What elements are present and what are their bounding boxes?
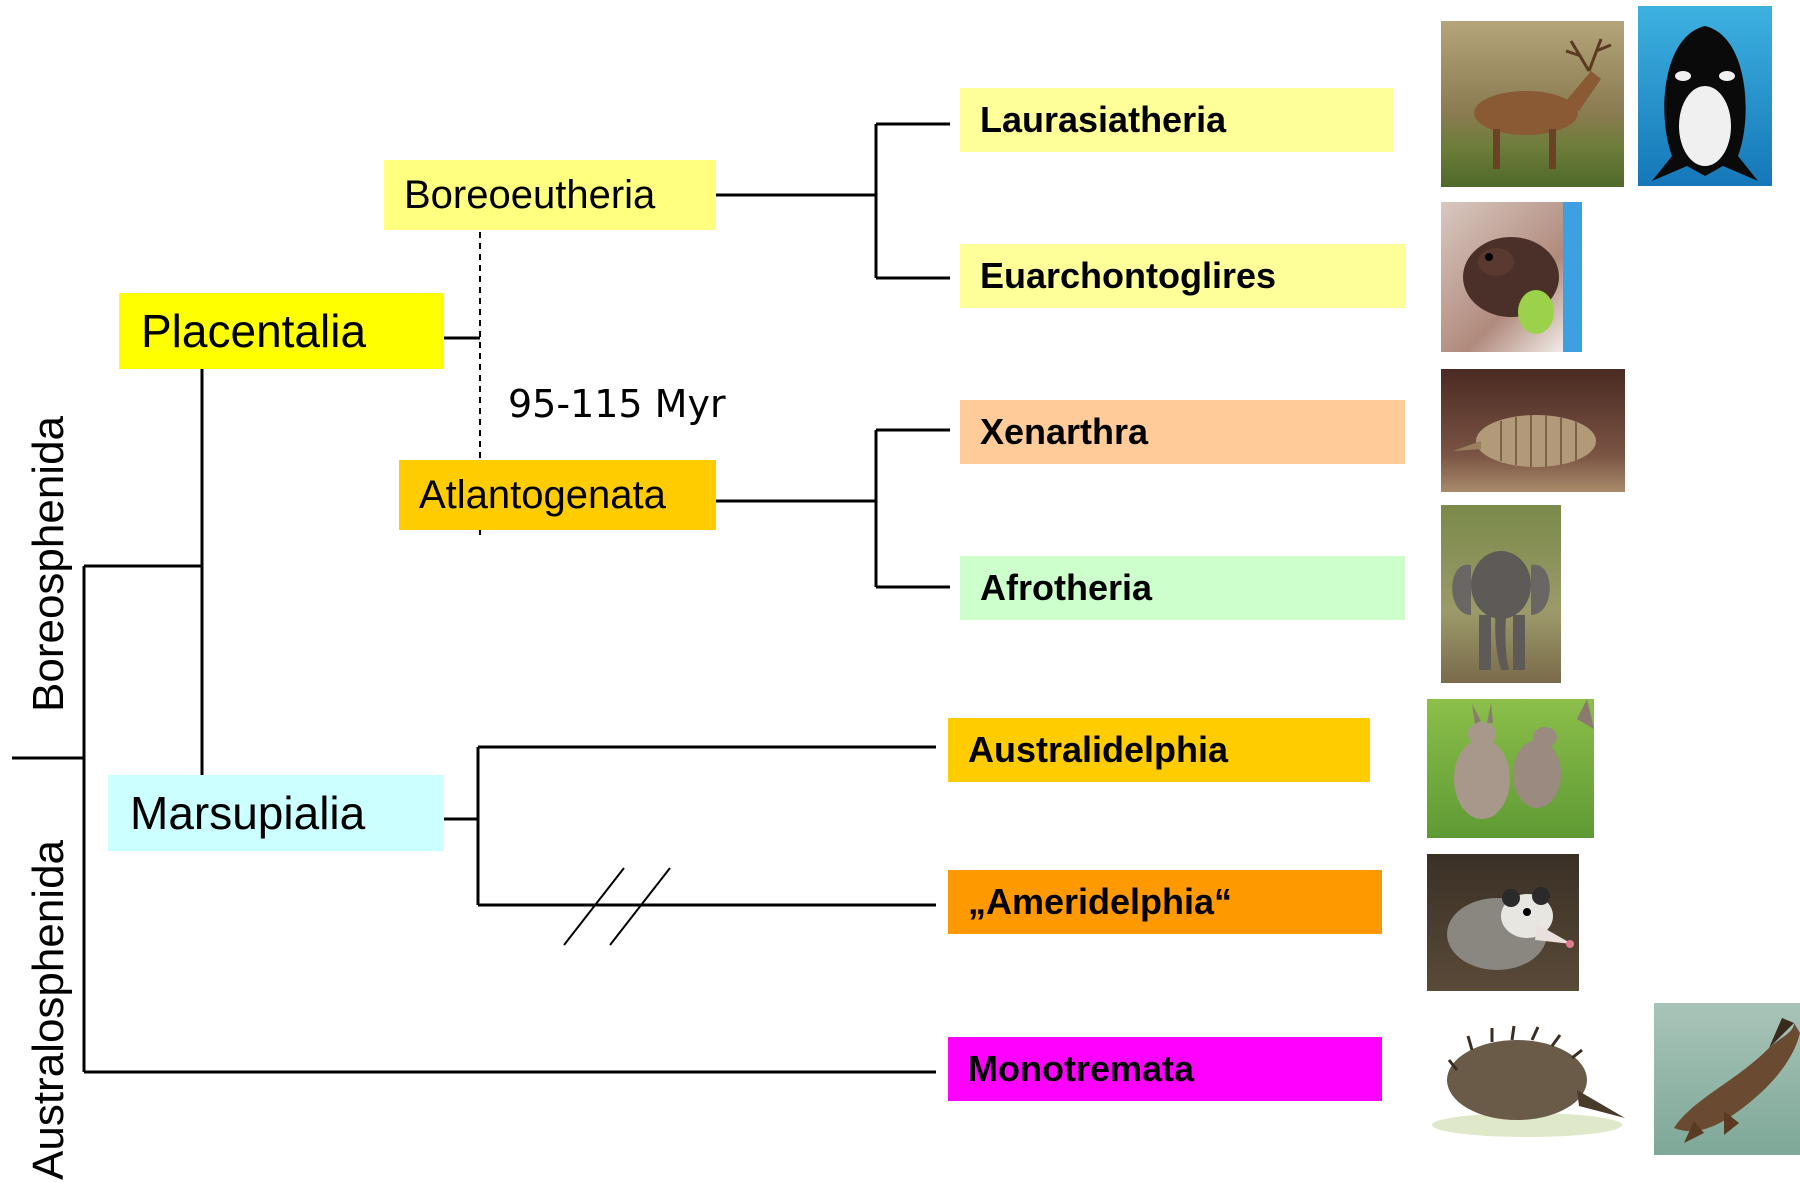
opossum-photo — [1427, 854, 1579, 991]
node-atlantogenata: Atlantogenata — [399, 460, 716, 530]
divergence-time-label: 95-115 Myr — [508, 382, 726, 426]
side-label-australosphenida: Australosphenida — [24, 840, 74, 1180]
leaf-monotremata: Monotremata — [948, 1037, 1382, 1101]
platypus-photo — [1654, 1003, 1800, 1155]
leaf-australidelphia: Australidelphia — [948, 718, 1370, 782]
leaf-xenarthra: Xenarthra — [960, 400, 1405, 464]
echidna-photo — [1427, 1010, 1632, 1142]
leaf-euarchontoglires: Euarchontoglires — [960, 244, 1405, 308]
node-boreoeutheria: Boreoeutheria — [384, 160, 716, 230]
orca-photo — [1638, 6, 1772, 186]
node-placentalia: Placentalia — [119, 293, 444, 369]
elephant-photo — [1441, 505, 1561, 683]
armadillo-photo — [1441, 369, 1625, 492]
side-label-boreosphenida: Boreosphenida — [24, 416, 74, 712]
red-deer-photo — [1441, 21, 1624, 187]
kangaroo-photo — [1427, 699, 1594, 838]
leaf-laurasiatheria: Laurasiatheria — [960, 88, 1393, 152]
node-marsupialia: Marsupialia — [108, 775, 444, 851]
rat-photo — [1441, 202, 1582, 352]
leaf-afrotheria: Afrotheria — [960, 556, 1405, 620]
leaf-ameridelphia: „Ameridelphia“ — [948, 870, 1382, 934]
